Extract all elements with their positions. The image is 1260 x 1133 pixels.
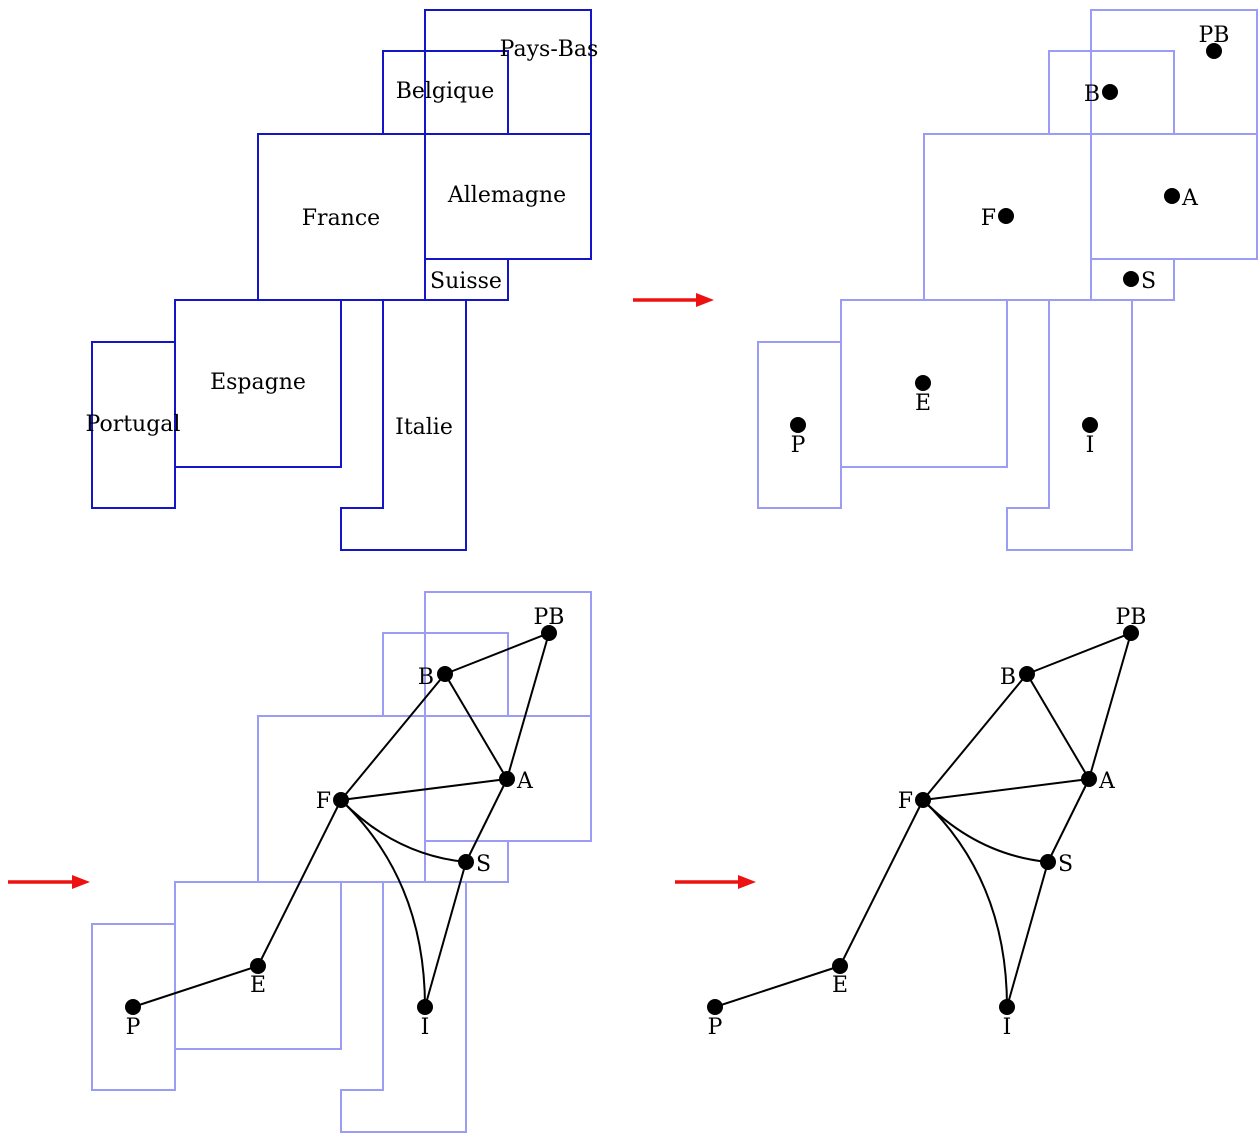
edge-f-b xyxy=(340,673,446,801)
panel-map-labelled: Pays-Bas Belgique France Allemagne Suiss… xyxy=(86,9,599,551)
label-italie: Italie xyxy=(395,415,453,440)
node-label-s: S xyxy=(1058,852,1073,877)
country-outline-italie xyxy=(340,299,467,551)
edge-p-e xyxy=(132,965,259,1008)
node-dot-s xyxy=(1040,854,1056,870)
country-outline-portugal xyxy=(91,923,176,1091)
node-dot-s xyxy=(458,854,474,870)
node-label-e: E xyxy=(832,973,848,998)
node-label-b: B xyxy=(1084,82,1100,107)
node-dot-a xyxy=(499,771,515,787)
node-label-pb: PB xyxy=(1199,23,1230,48)
country-outline-portugal xyxy=(757,341,842,509)
node-label-f: F xyxy=(316,789,331,814)
node-label-i: I xyxy=(421,1015,430,1040)
edge-f-i xyxy=(922,799,1008,1008)
node-dot-pb xyxy=(1206,43,1222,59)
country-outline-italie xyxy=(1006,299,1133,551)
country-outline-suisse xyxy=(424,258,509,301)
edge-b-a xyxy=(1026,673,1090,780)
node-label-p: P xyxy=(708,1015,723,1040)
label-allemagne: Allemagne xyxy=(447,183,566,208)
country-outline-portugal xyxy=(91,341,176,509)
node-dot-e xyxy=(832,958,848,974)
node-dot-s xyxy=(1123,271,1139,287)
edge-s-i xyxy=(424,861,467,1008)
edge-f-i xyxy=(340,799,426,1008)
node-label-i: I xyxy=(1086,433,1095,458)
node-label-e: E xyxy=(915,391,931,416)
edge-p-e xyxy=(714,965,841,1008)
node-label-f: F xyxy=(898,789,913,814)
panel-graph-only: PB B F A S E P I xyxy=(707,605,1146,1040)
node-dot-a xyxy=(1164,188,1180,204)
node-label-s: S xyxy=(476,852,491,877)
node-dot-p xyxy=(790,417,806,433)
node-label-e: E xyxy=(250,973,266,998)
arrow-right-1 xyxy=(633,293,714,307)
node-dot-a xyxy=(1081,771,1097,787)
node-label-a: A xyxy=(1098,769,1116,794)
node-dot-pb xyxy=(541,625,557,641)
node-dot-b xyxy=(1019,666,1035,682)
node-dot-b xyxy=(1102,84,1118,100)
edge-f-a xyxy=(340,778,508,801)
edge-f-b xyxy=(922,673,1028,801)
node-dot-b xyxy=(437,666,453,682)
country-outline-allemagne xyxy=(424,715,592,842)
node-dot-i xyxy=(999,999,1015,1015)
node-dot-f xyxy=(998,208,1014,224)
node-label-a: A xyxy=(1181,186,1199,211)
edge-s-i xyxy=(1006,861,1049,1008)
node-label-f: F xyxy=(981,206,996,231)
edge-a-s xyxy=(465,778,508,863)
label-france: France xyxy=(302,206,380,231)
panel-map-with-graph: PB B F A S E P I xyxy=(91,591,592,1133)
edge-b-pb xyxy=(1026,632,1132,675)
node-dot-e xyxy=(915,375,931,391)
country-outline-allemagne xyxy=(1090,133,1258,260)
node-label-p: P xyxy=(791,433,806,458)
arrow-right-3 xyxy=(675,875,756,889)
node-dot-p xyxy=(125,999,141,1015)
node-dot-pb xyxy=(1123,625,1139,641)
country-outline-allemagne xyxy=(424,133,592,260)
edge-f-a xyxy=(922,778,1090,801)
country-outline-italie xyxy=(340,881,467,1133)
node-label-p: P xyxy=(126,1015,141,1040)
node-dot-i xyxy=(417,999,433,1015)
node-dot-i xyxy=(1082,417,1098,433)
edge-f-s xyxy=(922,799,1049,863)
label-suisse: Suisse xyxy=(430,269,502,294)
edge-pb-a xyxy=(1088,632,1132,780)
node-label-pb: PB xyxy=(1116,605,1147,630)
node-label-b: B xyxy=(1000,665,1016,690)
node-label-pb: PB xyxy=(534,605,565,630)
node-label-b: B xyxy=(418,665,434,690)
label-portugal: Portugal xyxy=(86,412,181,437)
edge-e-f xyxy=(257,799,342,967)
edge-b-pb xyxy=(444,632,550,675)
edge-a-s xyxy=(1047,778,1090,863)
node-dot-f xyxy=(915,792,931,808)
arrow-right-2 xyxy=(8,875,90,889)
node-dot-p xyxy=(707,999,723,1015)
country-outline-suisse xyxy=(1090,258,1175,301)
node-label-s: S xyxy=(1141,269,1156,294)
label-espagne: Espagne xyxy=(210,370,306,395)
edge-pb-a xyxy=(506,632,550,780)
country-outline-suisse xyxy=(424,840,509,883)
node-label-i: I xyxy=(1003,1015,1012,1040)
panel-map-with-nodes: PB B F A S E P I xyxy=(757,9,1258,551)
node-dot-e xyxy=(250,958,266,974)
node-label-a: A xyxy=(516,769,534,794)
label-belgique: Belgique xyxy=(396,79,495,104)
edge-f-s xyxy=(340,799,467,863)
edge-e-f xyxy=(839,799,924,967)
node-dot-f xyxy=(333,792,349,808)
edge-b-a xyxy=(444,673,508,780)
label-pays-bas: Pays-Bas xyxy=(500,37,599,62)
